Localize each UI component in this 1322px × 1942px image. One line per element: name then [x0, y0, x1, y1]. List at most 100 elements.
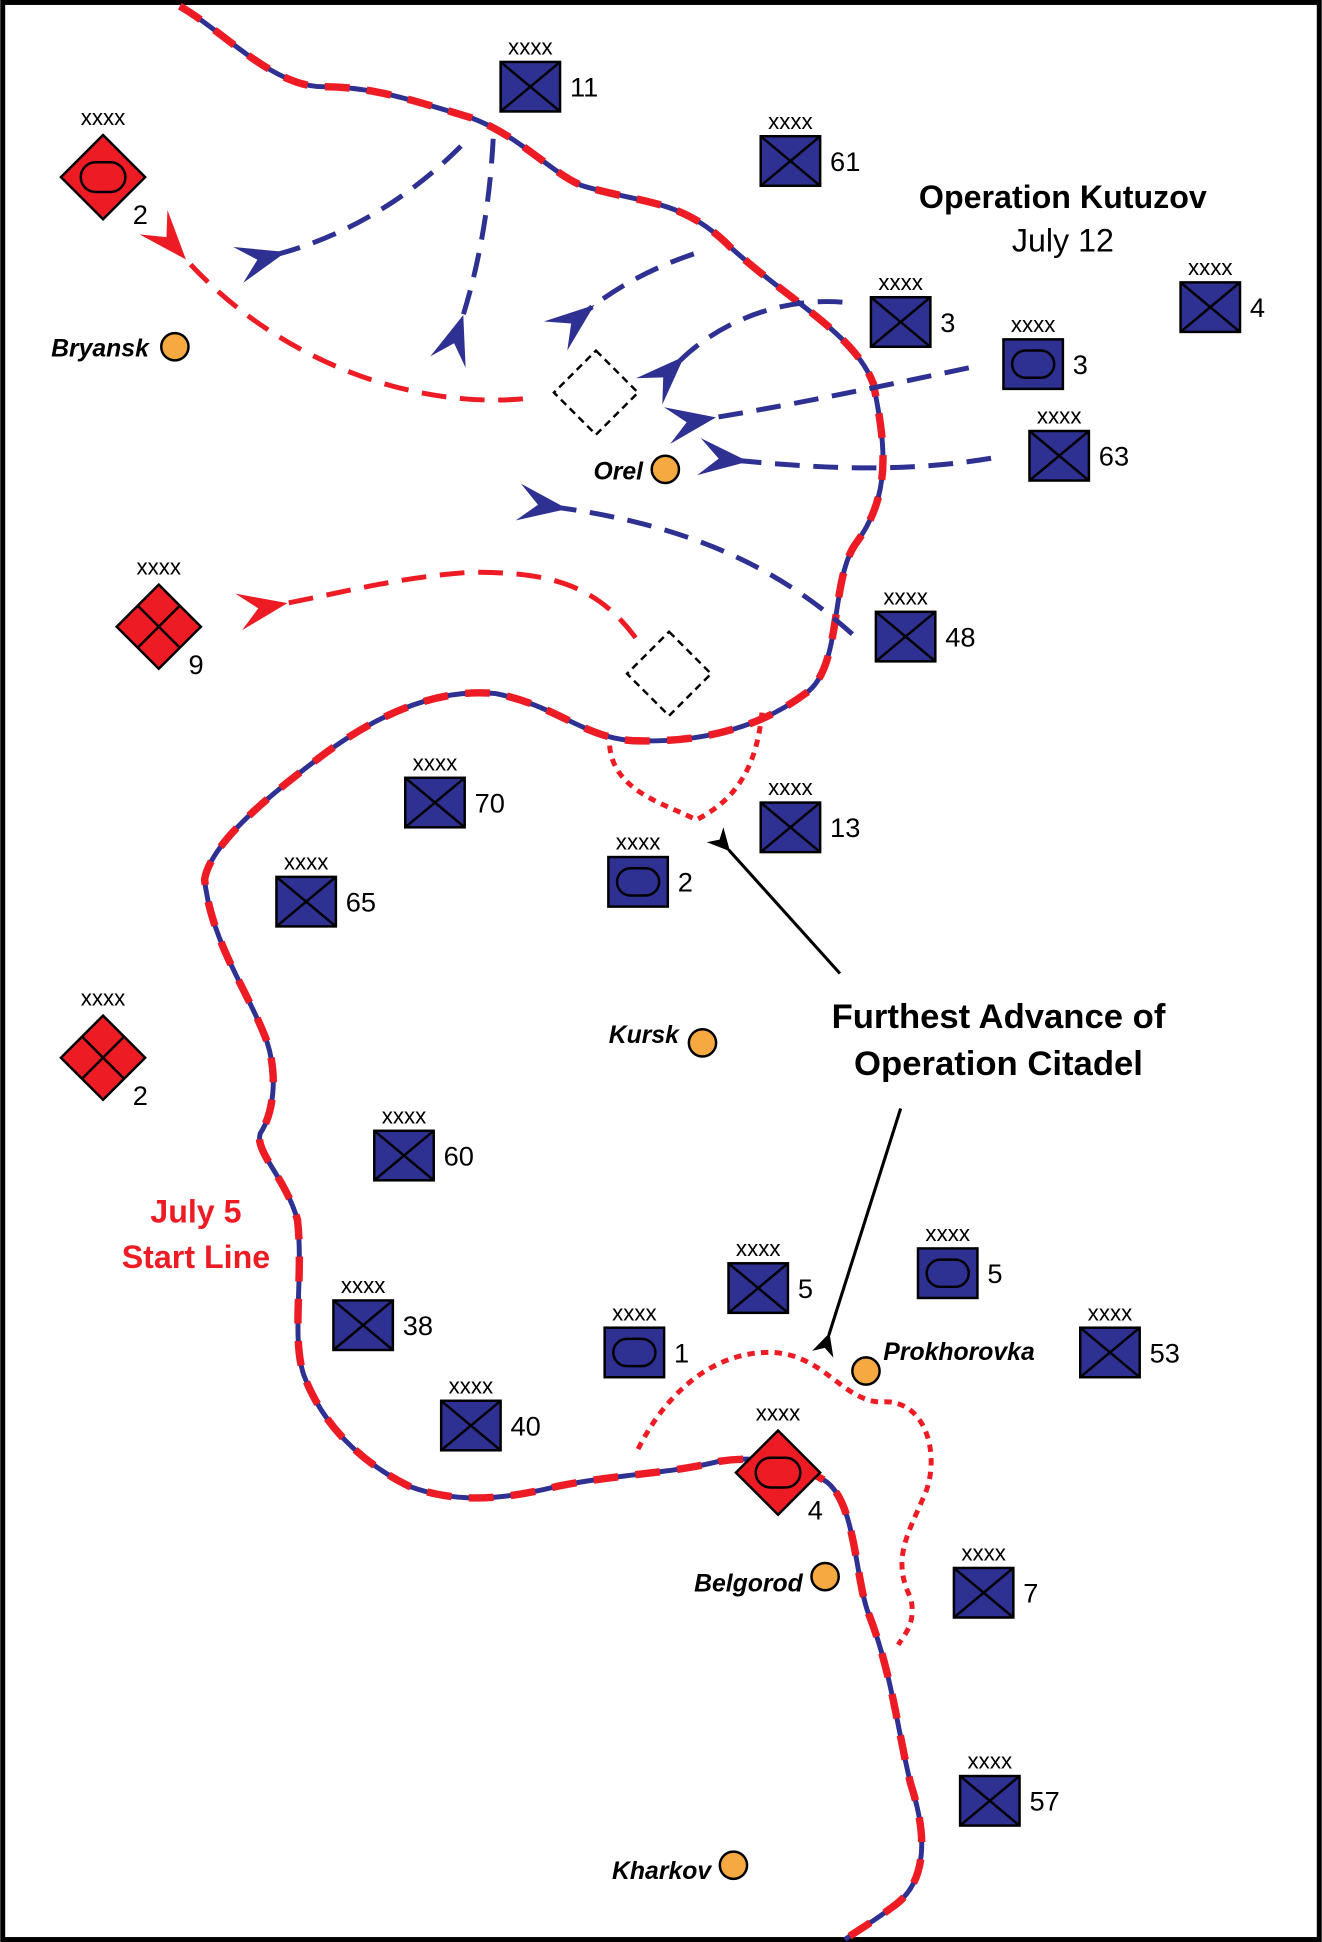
german-arrow [139, 209, 524, 403]
city-marker [160, 331, 190, 362]
echelon-marker: xxxx [413, 750, 458, 775]
echelon-marker: xxxx [756, 1401, 801, 1426]
infantry-cross [759, 135, 821, 187]
echelon-marker: xxxx [449, 1373, 494, 1398]
soviet-arrow [697, 438, 992, 476]
infantry-cross [1079, 1326, 1141, 1379]
callout-pointer [812, 1108, 903, 1358]
city-marker [851, 1356, 881, 1386]
german-panzer-army-4: xxxx 4 [734, 1401, 823, 1526]
echelon-marker: xxxx [81, 105, 126, 130]
city-orel: Orel [593, 454, 681, 485]
citadel-south-advance [635, 1349, 934, 1647]
soviet-arrow [544, 251, 695, 351]
soviet-army-7: xxxx 7 [952, 1541, 1038, 1619]
infantry-cross [870, 296, 932, 348]
echelon-marker: xxxx [616, 830, 661, 855]
city-belgorod: Belgorod [694, 1561, 840, 1597]
echelon-marker: xxxx [341, 1273, 386, 1298]
city-kharkov: Kharkov [612, 1850, 749, 1885]
city-label: Kursk [609, 1022, 680, 1049]
operation-kutuzov-title: Operation Kutuzov [919, 179, 1207, 215]
echelon-marker: xxxx [968, 1749, 1013, 1774]
army-number: 11 [570, 72, 598, 103]
echelon-marker: xxxx [768, 109, 813, 134]
echelon-marker: xxxx [1088, 1300, 1133, 1325]
start-line-label-2: Start Line [122, 1239, 270, 1275]
soviet-arrow [636, 299, 843, 405]
infantry-cross [1179, 281, 1241, 333]
army-number: 4 [1250, 292, 1265, 323]
unit-frame [734, 1428, 822, 1517]
armor-symbol [615, 866, 661, 897]
infantry-cross [440, 1399, 502, 1452]
echelon-marker: xxxx [883, 584, 928, 609]
army-number: 2 [133, 1080, 148, 1111]
army-number: 5 [987, 1258, 1002, 1289]
soviet-tank-army-2: xxxx 2 [607, 830, 693, 908]
army-number: 57 [1029, 1786, 1059, 1817]
army-number: 61 [830, 146, 860, 177]
army-number: 40 [511, 1410, 541, 1441]
echelon-marker: xxxx [736, 1236, 781, 1261]
army-number: 1 [674, 1337, 689, 1368]
city-marker [718, 1850, 749, 1881]
army-number: 2 [678, 867, 693, 898]
echelon-marker: xxxx [1188, 255, 1233, 280]
infantry-cross [1028, 430, 1090, 482]
army-number: 3 [1073, 349, 1088, 380]
citadel-callout-line1: Furthest Advance of [832, 998, 1166, 1036]
armor-symbol [612, 1337, 657, 1368]
city-label: Orel [593, 458, 644, 485]
army-number: 7 [1023, 1578, 1038, 1609]
armor-symbol [1010, 349, 1056, 379]
city-label: Kharkov [612, 1858, 712, 1885]
city-prokhorovka: Prokhorovka [851, 1339, 1035, 1386]
echelon-marker: xxxx [612, 1300, 657, 1325]
soviet-tank-army-5: xxxx 5 [916, 1221, 1003, 1300]
army-number: 63 [1099, 441, 1129, 472]
soviet-army-13: xxxx 13 [759, 775, 860, 854]
objective-box [625, 629, 713, 718]
soviet-army-11: xxxx 11 [499, 34, 598, 113]
infantry-cross [959, 1775, 1021, 1827]
echelon-marker: xxxx [284, 849, 329, 874]
army-number: 4 [808, 1495, 823, 1526]
infantry-cross [759, 801, 821, 854]
echelon-marker: xxxx [136, 555, 181, 580]
army-number: 38 [403, 1310, 433, 1341]
soviet-army-61: xxxx 61 [759, 109, 860, 188]
echelon-marker: xxxx [961, 1541, 1006, 1566]
cities: Bryansk Orel Kursk Prokhorovka Belgorod … [51, 331, 1035, 1885]
echelon-marker: xxxx [1037, 404, 1082, 429]
army-number: 70 [475, 787, 505, 818]
armor-symbol [754, 1456, 802, 1489]
echelon-marker: xxxx [508, 34, 553, 59]
infantry-cross [332, 1299, 394, 1351]
infantry-cross [373, 1129, 435, 1182]
soviet-tank-army-1: xxxx 1 [603, 1300, 689, 1379]
city-label: Bryansk [51, 336, 150, 363]
armor-symbol [79, 161, 127, 194]
infantry-cross [727, 1262, 789, 1314]
start-line-label-1: July 5 [150, 1193, 241, 1229]
soviet-arrow [515, 483, 855, 636]
german-withdrawal-arrows [139, 209, 638, 640]
front-line [177, 2, 926, 1942]
army-number: 3 [940, 307, 955, 338]
army-number: 13 [830, 812, 860, 843]
echelon-marker: xxxx [925, 1221, 970, 1246]
echelon-marker: xxxx [768, 775, 813, 800]
